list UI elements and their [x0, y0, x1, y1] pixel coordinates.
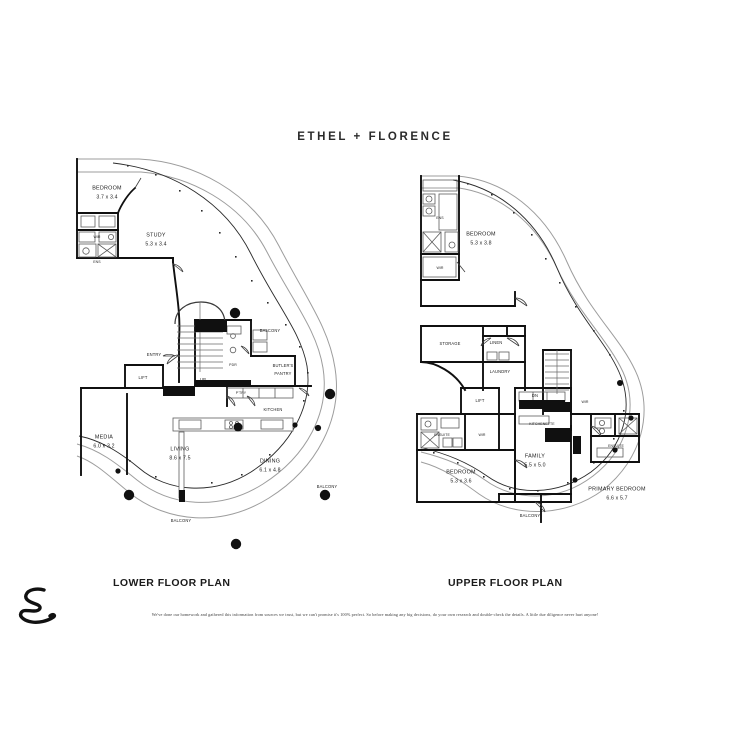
room-label-ensuite-right: ENSUITE — [608, 444, 624, 448]
room-dim-primary: 6.6 x 5.7 — [606, 495, 627, 501]
room-label-balcony-top: BALCONY — [260, 328, 281, 333]
lower-floor-plan-caption: LOWER FLOOR PLAN — [113, 577, 231, 589]
upper-balcony-inner-edge — [422, 179, 627, 491]
room-label-dn: DN — [532, 393, 538, 398]
room-dim-bedroom: 3.7 x 3.4 — [96, 194, 117, 200]
room-label-ptry: P'TRY — [236, 391, 247, 395]
room-label-ens: ENS — [93, 260, 101, 264]
room-dim-family: 5.5 x 5.0 — [524, 462, 545, 468]
room-label-wir: WIR — [93, 235, 100, 239]
room-dim-dining: 6.1 x 4.8 — [259, 467, 280, 473]
upper-doors — [456, 261, 602, 513]
disclaimer-text: We've done our homework and gathered thi… — [151, 612, 599, 617]
room-label-wir-mid: WIR — [581, 400, 588, 404]
room-dim-study: 5.3 x 3.4 — [145, 241, 166, 247]
room-label-up: UP — [200, 377, 206, 382]
room-label-ens-top: ENS — [436, 216, 444, 220]
room-dim-living: 8.6 x 7.5 — [169, 455, 190, 461]
room-label-living: LIVING — [170, 446, 189, 452]
room-label-balcony-right: BALCONY — [317, 484, 338, 489]
room-label-pdr: PDR — [229, 363, 237, 367]
lower-room-labels: BEDROOM 3.7 x 3.4 WIR ENS STUDY 5.3 x 3.… — [92, 185, 337, 523]
brand-script-logo-icon — [18, 587, 57, 624]
upper-columns — [572, 380, 634, 483]
room-label-ensuite-left: ENSUITE — [434, 433, 450, 437]
room-dim-bedroom-left: 5.3 x 3.6 — [450, 478, 471, 484]
room-label-lift-upper: LIFT — [475, 398, 484, 403]
room-label-study: STUDY — [146, 232, 166, 238]
room-label-linen: LINEN — [490, 340, 503, 345]
room-label-laundry: LAUNDRY — [490, 369, 511, 374]
room-label-wir-top: WIR — [436, 266, 443, 270]
upper-solid-walls — [519, 400, 581, 454]
room-label-primary: PRIMARY BEDROOM — [588, 486, 646, 492]
lower-floor-plan-drawing: BEDROOM 3.7 x 3.4 WIR ENS STUDY 5.3 x 3.… — [76, 158, 337, 550]
room-label-wir-left: WIR — [478, 433, 485, 437]
upper-balcony-outline — [420, 175, 645, 512]
room-dim-bedroom-top: 5.3 x 3.8 — [470, 240, 491, 246]
lower-balcony-inner-edge — [78, 162, 309, 489]
lower-solid-walls — [163, 320, 251, 502]
room-label-lift: LIFT — [138, 375, 147, 380]
room-label-bedroom-left: BEDROOM — [446, 469, 476, 475]
room-label-entry: ENTRY — [147, 352, 162, 357]
room-label-media: MEDIA — [95, 434, 113, 440]
room-label-butlers-pantry-2: PANTRY — [274, 371, 291, 376]
page-title: ETHEL + FLORENCE — [297, 131, 453, 143]
upper-joinery — [420, 179, 638, 458]
room-label-bedroom: BEDROOM — [92, 185, 122, 191]
room-label-balcony-upper: BALCONY — [520, 513, 541, 518]
room-label-balcony-bottom: BALCONY — [171, 518, 192, 523]
lower-columns — [115, 307, 336, 550]
upper-floor-plan-caption: UPPER FLOOR PLAN — [448, 577, 563, 589]
lower-doors — [134, 177, 310, 407]
room-label-family: FAMILY — [525, 453, 545, 459]
room-label-kitchen: KITCHEN — [263, 407, 282, 412]
room-label-butlers-pantry: BUTLER'S — [273, 363, 294, 368]
room-dim-media: 6.0 x 3.2 — [93, 443, 114, 449]
room-label-bedroom-top: BEDROOM — [466, 231, 496, 237]
upper-room-labels: ENS BEDROOM 5.3 x 3.8 WIR STORAGE LINEN … — [434, 216, 646, 518]
room-label-storage: STORAGE — [440, 341, 461, 346]
upper-floor-plan-drawing: ENS BEDROOM 5.3 x 3.8 WIR STORAGE LINEN … — [416, 175, 646, 523]
lower-walls — [76, 158, 312, 476]
room-label-kitchenette: KITCHENETTE — [529, 422, 555, 426]
room-label-dining: DINING — [260, 458, 280, 464]
